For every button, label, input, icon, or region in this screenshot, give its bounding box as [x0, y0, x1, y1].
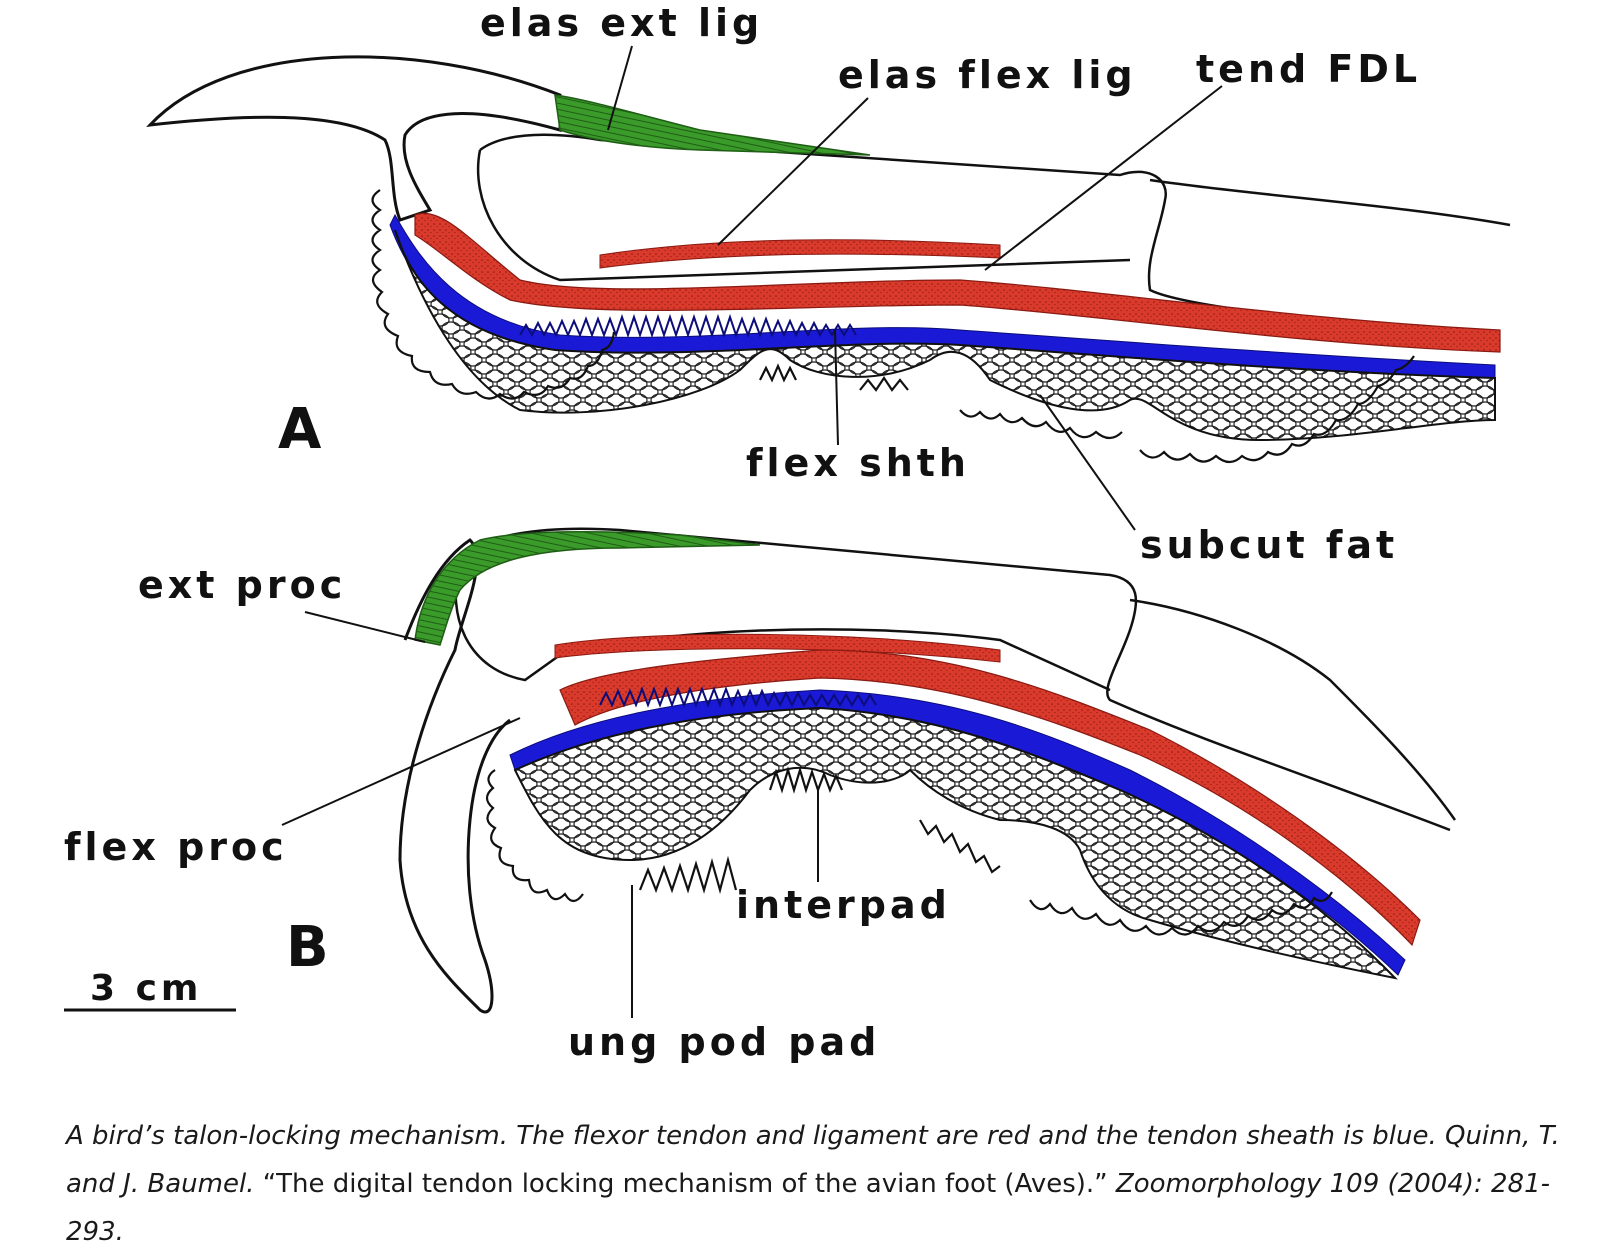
panel-label-b: B: [286, 915, 329, 980]
elastic-extensor-ligament-a: [554, 94, 871, 156]
leader-elas-flex-lig: [717, 97, 869, 246]
leader-subcut-fat: [1039, 394, 1136, 531]
label-elas-ext-lig: elas ext lig: [480, 1, 763, 45]
subcutaneous-fat-a: [394, 229, 1496, 442]
label-flex-shth: flex shth: [746, 441, 970, 485]
label-ext-proc: ext proc: [138, 563, 346, 607]
elastic-extensor-ligament-b: [414, 530, 761, 646]
flexor-tendon-a: [414, 212, 1501, 353]
scale-bar-label: 3 cm: [90, 968, 202, 1009]
sheath-serrations-b: [599, 686, 877, 708]
leader-tend-fdl: [984, 85, 1223, 271]
flexor-tendon-b: [559, 649, 1421, 947]
figure-caption: A bird’s talon-locking mechanism. The fl…: [66, 1112, 1596, 1256]
claw-b: [398, 538, 511, 1014]
distal-phalanx-outline-b: [1129, 598, 1457, 821]
label-subcut-fat: subcut fat: [1140, 523, 1398, 567]
scale-bar: 3 cm: [64, 968, 236, 1012]
panel-label-a: A: [278, 397, 322, 462]
skin-scales-b: [485, 766, 1333, 936]
leader-elas-ext-lig: [607, 45, 633, 131]
panel-b-drawing: [281, 527, 1457, 1018]
caption-journal: Zoomorphology 109 (2004): 281-293.: [66, 1169, 1551, 1247]
caption-description: A bird’s talon-locking mechanism. The fl…: [66, 1121, 1560, 1199]
label-tend-fdl: tend FDL: [1196, 47, 1421, 91]
skin-scales-a: [371, 189, 1415, 464]
leader-ext-proc: [304, 611, 426, 643]
label-interpad: interpad: [736, 883, 951, 927]
leader-flex-proc: [281, 717, 521, 826]
caption-article-title: “The digital tendon locking mechanism of…: [262, 1169, 1108, 1199]
subcutaneous-fat-b: [513, 706, 1398, 980]
talon-locking-diagram: elas ext lig elas flex lig tend FDL flex…: [64, 1, 1511, 1064]
label-flex-proc: flex proc: [64, 825, 288, 869]
leader-flex-shth: [834, 329, 839, 446]
elastic-flexor-ligament-b: [554, 633, 1001, 663]
sheath-serrations-a: [519, 313, 857, 339]
elastic-flexor-ligament-a: [599, 239, 1001, 269]
label-elas-flex-lig: elas flex lig: [838, 53, 1137, 97]
claw-a: [146, 55, 562, 222]
distal-phalanx-outline-a: [1149, 178, 1511, 227]
panel-a-drawing: [146, 45, 1511, 531]
label-ung-pod-pad: ung pod pad: [568, 1020, 880, 1064]
